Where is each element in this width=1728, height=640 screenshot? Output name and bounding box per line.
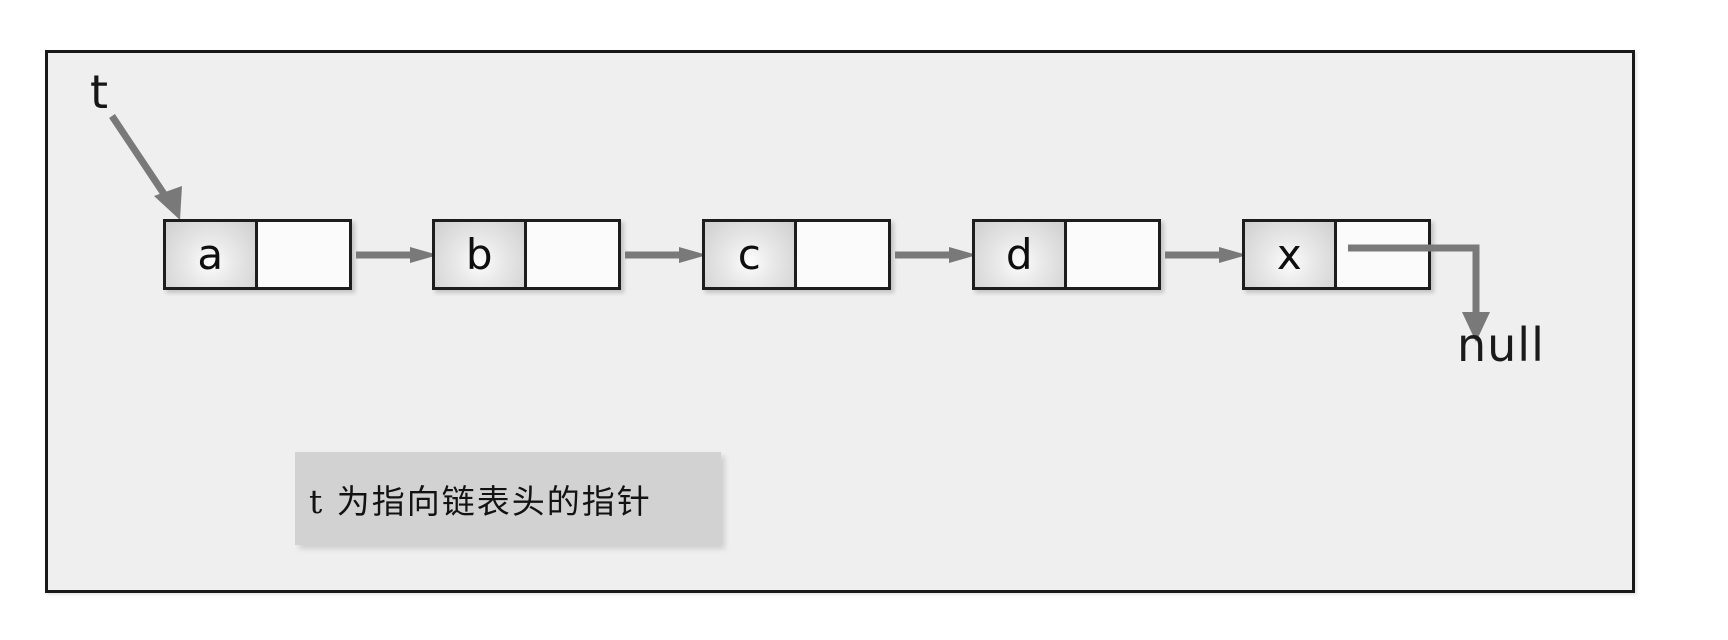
node-link-field (796, 222, 888, 287)
list-node[interactable]: x (1242, 219, 1431, 290)
node-link-field (257, 222, 349, 287)
caption-text: t 为指向链表头的指针 (309, 481, 652, 521)
right-arrow-icon (895, 247, 977, 263)
diagonal-arrow-icon (109, 114, 182, 220)
list-node[interactable]: b (432, 219, 621, 290)
elbow-down-arrow-icon (1348, 244, 1490, 342)
list-node[interactable]: a (163, 219, 352, 290)
list-node[interactable]: c (702, 219, 891, 290)
right-arrow-icon (625, 247, 707, 263)
node-link-field (1336, 222, 1428, 287)
node-link-field (526, 222, 618, 287)
node-link-field (1066, 222, 1158, 287)
null-label: null (1457, 318, 1545, 372)
right-arrow-icon (1165, 247, 1247, 263)
node-value: x (1245, 222, 1337, 287)
caption-box: t 为指向链表头的指针 (295, 452, 721, 545)
node-value: d (975, 222, 1067, 287)
pointer-label-t: t (90, 65, 109, 119)
node-value: a (166, 222, 258, 287)
right-arrow-icon (356, 247, 438, 263)
list-node[interactable]: d (972, 219, 1161, 290)
node-value: c (705, 222, 797, 287)
node-value: b (435, 222, 527, 287)
